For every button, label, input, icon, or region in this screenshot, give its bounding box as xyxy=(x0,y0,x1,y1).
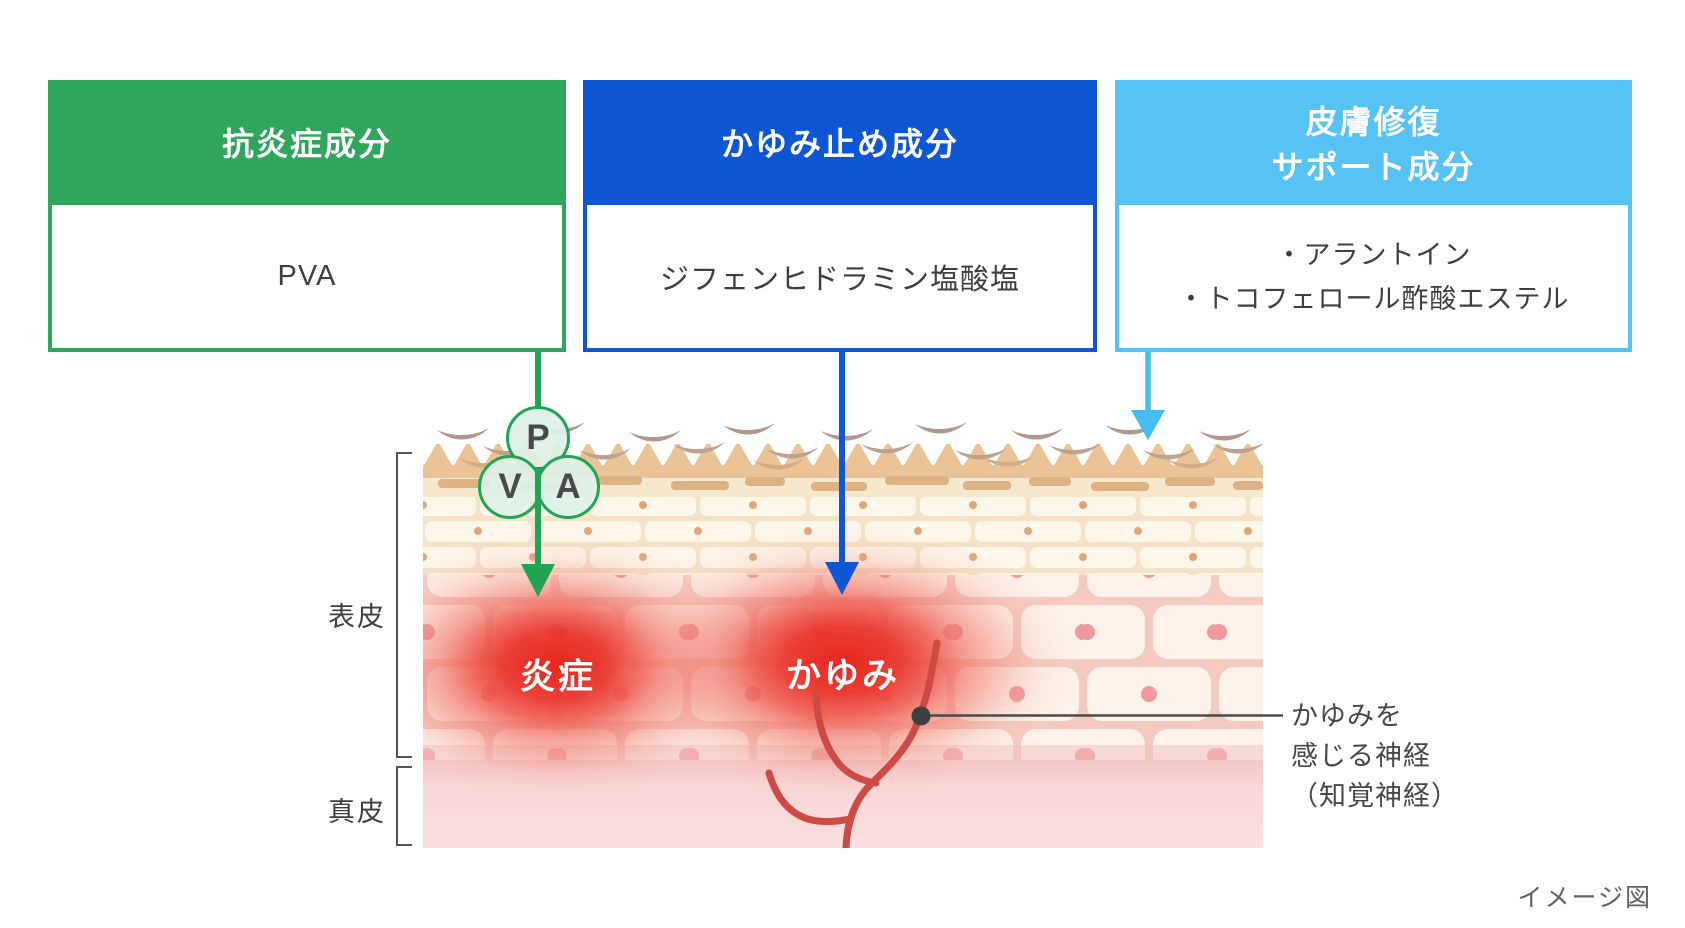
anti-itch-box: かゆみ止め成分 ジフェンヒドラミン塩酸塩 xyxy=(583,80,1097,352)
anti-itch-body: ジフェンヒドラミン塩酸塩 xyxy=(587,205,1093,348)
nerve-annotation-line3: （知覚神経） xyxy=(1291,781,1459,811)
itch-label: かゆみ xyxy=(785,656,901,696)
ingredient-allantoin: ・アラントイン xyxy=(1275,239,1472,270)
dermis-label: 真皮 xyxy=(328,797,386,827)
skin-repair-header: 皮膚修復 サポート成分 xyxy=(1119,84,1628,205)
anti-itch-title: かゆみ止め成分 xyxy=(720,126,959,163)
anti-inflammatory-header: 抗炎症成分 xyxy=(52,84,562,205)
pva-circle-a: A xyxy=(536,455,600,519)
anti-inflammatory-title: 抗炎症成分 xyxy=(221,126,392,163)
nerve-annotation-line2: 感じる神経 xyxy=(1291,741,1431,771)
inflammation-label: 炎症 xyxy=(519,657,597,697)
dermis-bracket xyxy=(396,766,412,846)
epidermis-bracket xyxy=(396,452,412,758)
pva-circle-v: V xyxy=(478,455,542,519)
skin-repair-body: ・アラントイン ・トコフェロール酢酸エステル xyxy=(1119,205,1628,348)
nerve-annotation-line1: かゆみを xyxy=(1291,701,1403,731)
sensory-nerve xyxy=(765,639,941,848)
epidermis-label: 表皮 xyxy=(328,602,386,632)
skin-repair-title-line2: サポート成分 xyxy=(1271,148,1476,185)
anti-inflammatory-box: 抗炎症成分 PVA xyxy=(48,80,566,352)
ingredient-diphenhydramine: ジフェンヒドラミン塩酸塩 xyxy=(659,263,1020,296)
nerve-annotation: かゆみを 感じる神経 （知覚神経） xyxy=(1291,696,1459,816)
anti-inflammatory-body: PVA xyxy=(52,205,562,348)
skin-repair-title-line1: 皮膚修復 xyxy=(1305,103,1442,140)
skin-repair-box: 皮膚修復 サポート成分 ・アラントイン ・トコフェロール酢酸エステル xyxy=(1115,80,1632,352)
pva-letter-v: V xyxy=(498,467,522,506)
image-caption: イメージ図 xyxy=(1517,884,1652,912)
ingredient-tocopherol: ・トコフェロール酢酸エステル xyxy=(1177,283,1570,314)
anti-itch-header: かゆみ止め成分 xyxy=(587,84,1093,205)
pva-letter-p: P xyxy=(526,418,550,457)
ingredient-pva: PVA xyxy=(277,260,337,292)
pva-letter-a: A xyxy=(555,467,581,506)
